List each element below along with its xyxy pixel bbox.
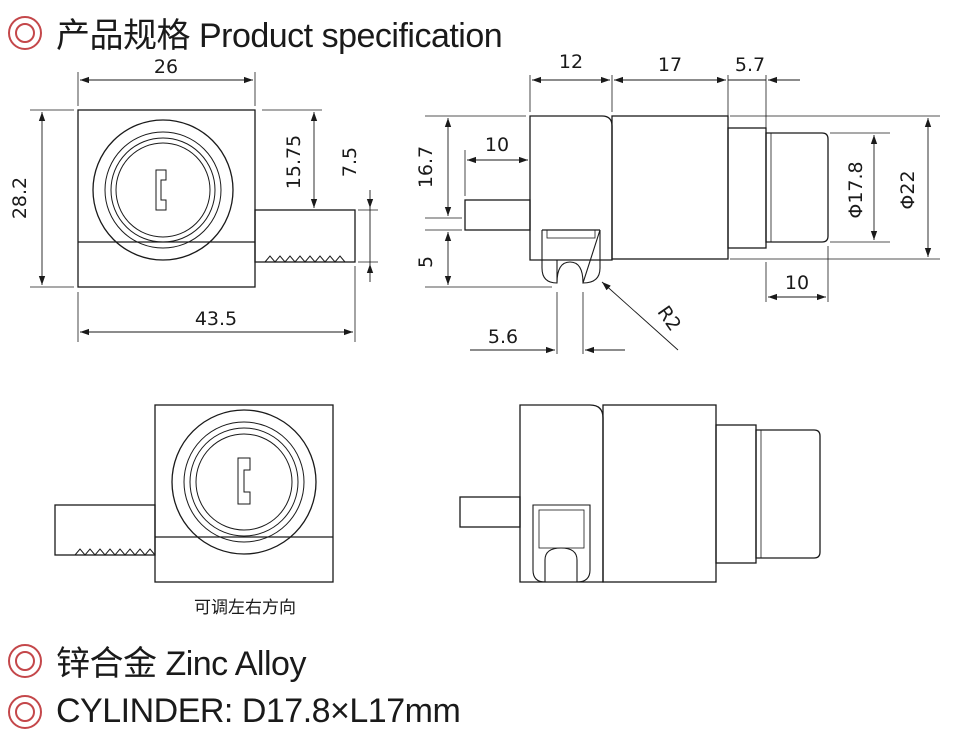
dim-slot-width: 5.6 bbox=[488, 326, 518, 348]
dim-tongue-offset: 7.5 bbox=[339, 147, 361, 177]
caption-adjustable-direction: 可调左右方向 bbox=[194, 598, 296, 618]
dim-width-top: 26 bbox=[154, 56, 178, 78]
dim-bar-length: 10 bbox=[485, 134, 509, 156]
heading-text: 产品规格 Product specification bbox=[56, 17, 503, 55]
dim-top-height: 16.7 bbox=[415, 146, 437, 188]
dim-slot-height: 5 bbox=[415, 256, 437, 268]
side-view bbox=[425, 75, 940, 354]
dim-cap-length: 5.7 bbox=[735, 54, 765, 76]
dim-height-left: 28.2 bbox=[9, 177, 31, 219]
heading-text: CYLINDER: D17.8×L17mm bbox=[56, 692, 461, 730]
double-circle-icon bbox=[8, 694, 42, 729]
double-circle-icon bbox=[8, 643, 42, 678]
heading-cylinder: CYLINDER: D17.8×L17mm bbox=[8, 692, 461, 731]
dim-cap-width: 10 bbox=[785, 272, 809, 294]
dim-radius: R2 bbox=[653, 302, 686, 335]
dim-inner-diameter: Φ17.8 bbox=[845, 161, 867, 218]
dim-outer-diameter: Φ22 bbox=[897, 170, 919, 209]
front-view-mirrored bbox=[54, 404, 334, 583]
dim-total-width: 43.5 bbox=[195, 308, 237, 330]
front-view bbox=[30, 72, 378, 342]
dim-cylinder-length: 17 bbox=[658, 54, 682, 76]
heading-material: 锌合金 Zinc Alloy bbox=[8, 636, 306, 685]
double-circle-icon bbox=[8, 15, 42, 50]
side-view-mirrored bbox=[459, 404, 821, 583]
dim-tongue-height: 15.75 bbox=[283, 135, 305, 189]
dim-body-depth: 12 bbox=[559, 51, 583, 73]
heading-product-specification: 产品规格 Product specification bbox=[8, 8, 503, 57]
heading-text: 锌合金 Zinc Alloy bbox=[56, 645, 306, 683]
